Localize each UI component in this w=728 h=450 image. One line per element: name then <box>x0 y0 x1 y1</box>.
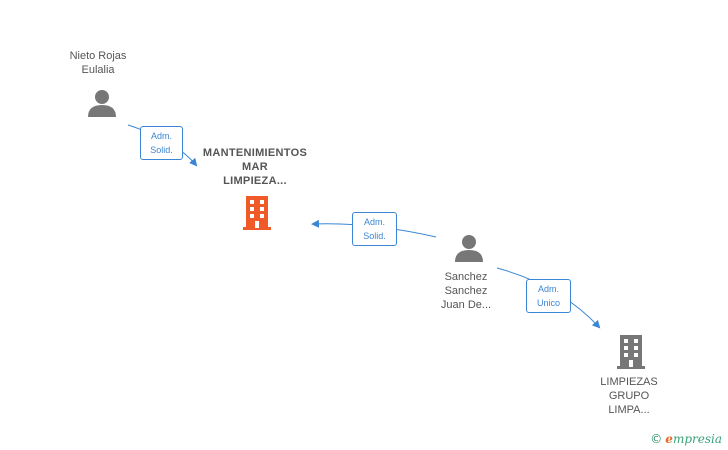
person-icon[interactable] <box>87 89 117 117</box>
person-name-nieto-rojas[interactable]: Nieto Rojas Eulalia <box>69 50 127 76</box>
edge-badge-adm-solid-2[interactable]: Adm. Solid. <box>352 212 397 246</box>
company-name-limpiezas[interactable]: LIMPIEZAS GRUPO LIMPA... <box>600 376 658 416</box>
edge-badge-adm-unico[interactable]: Adm. Unico <box>526 279 571 313</box>
building-icon[interactable] <box>615 335 647 369</box>
person-icon[interactable] <box>454 234 484 262</box>
company-name-mantenimientos[interactable]: MANTENIMIENTOS MAR LIMPIEZA... <box>202 147 308 187</box>
edge-badge-adm-solid-1[interactable]: Adm. Solid. <box>140 126 183 160</box>
empresia-logo: ©empresia <box>650 432 722 446</box>
building-icon[interactable] <box>241 196 273 230</box>
copyright-icon: © <box>650 432 663 446</box>
person-name-sanchez[interactable]: Sanchez Sanchez Juan De... <box>440 271 492 311</box>
